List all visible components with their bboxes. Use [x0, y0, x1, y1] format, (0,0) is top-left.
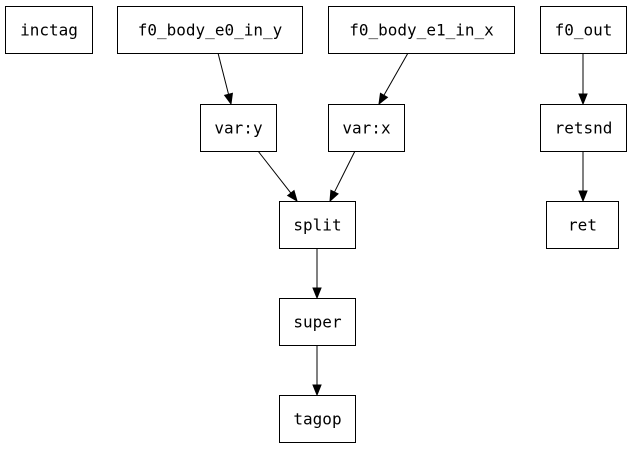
arrowhead-icon [378, 92, 389, 106]
node-label: retsnd [555, 119, 613, 138]
edges-layer [217, 52, 588, 397]
node-f0-out: f0_out [540, 6, 627, 54]
edge-f0_body_e0_in_y-to-var_y [217, 52, 233, 106]
node-inctag: inctag [5, 6, 93, 54]
edge-retsnd-to-ret [578, 151, 588, 203]
node-box [200, 104, 277, 152]
node-box [328, 6, 515, 54]
node-box [279, 395, 356, 443]
edge-line [257, 150, 292, 194]
edge-f0_body_e1_in_x-to-var_x [378, 52, 409, 106]
edge-line [334, 150, 356, 193]
node-box [546, 201, 619, 249]
node-box [279, 201, 356, 249]
node-box [117, 6, 303, 54]
arrowhead-icon [312, 287, 322, 300]
node-retsnd: retsnd [540, 104, 627, 152]
node-f0-body-e1-in-x: f0_body_e1_in_x [328, 6, 515, 54]
node-box [540, 104, 627, 152]
node-label: f0_out [555, 21, 613, 40]
node-label: inctag [20, 21, 78, 40]
arrowhead-icon [223, 92, 233, 106]
node-box [540, 6, 627, 54]
node-label: tagop [293, 410, 341, 429]
edge-line [383, 52, 409, 96]
node-label: var:y [214, 119, 263, 138]
node-label: f0_body_e1_in_x [349, 21, 494, 40]
node-f0-body-e0-in-y: f0_body_e0_in_y [117, 6, 303, 54]
node-super: super [279, 298, 356, 346]
arrowhead-icon [286, 189, 298, 203]
node-ret: ret [546, 201, 619, 249]
arrowhead-icon [312, 384, 322, 397]
node-label: var:x [342, 119, 391, 138]
arrowhead-icon [578, 190, 588, 203]
edge-line [217, 52, 230, 95]
edge-var_x-to-split [329, 150, 356, 203]
edge-f0_out-to-retsnd [578, 53, 588, 106]
node-tagop: tagop [279, 395, 356, 443]
arrowhead-icon [578, 93, 588, 106]
node-box [5, 6, 93, 54]
node-box [328, 104, 405, 152]
node-var-y: var:y [200, 104, 277, 152]
arrowhead-icon [329, 189, 339, 203]
node-label: f0_body_e0_in_y [138, 21, 283, 40]
nodes-layer: inctag f0_body_e0_in_y f0_body_e1_in_x f0_o… [5, 6, 627, 443]
node-box [279, 298, 356, 346]
node-label: split [293, 216, 341, 235]
edge-super-to-tagop [312, 345, 322, 397]
node-label: ret [568, 216, 597, 235]
node-split: split [279, 201, 356, 249]
edge-var_y-to-split [257, 150, 298, 203]
edge-split-to-super [312, 248, 322, 300]
node-var-x: var:x [328, 104, 405, 152]
node-label: super [293, 313, 342, 332]
